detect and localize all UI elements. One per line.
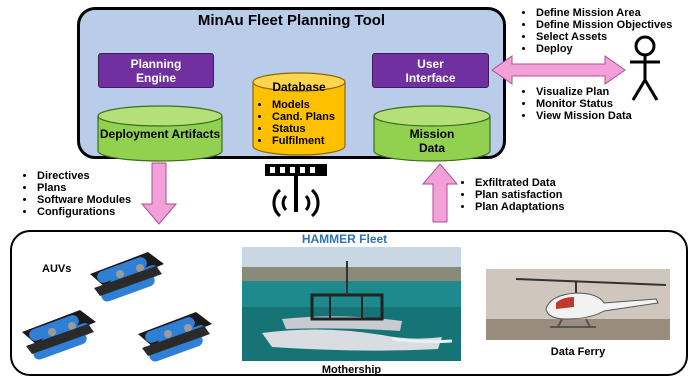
database-title: Database [272, 80, 326, 94]
planning-engine-label: Planning Engine [130, 56, 182, 85]
uplink-item: Plan Adaptations [474, 201, 609, 213]
database-item: Fulfilment [271, 135, 361, 147]
database-items: Models Cand. Plans Status Fulfilment [260, 99, 361, 147]
radio-antenna-icon [265, 164, 327, 218]
mission-data-label: Mission Data [409, 127, 455, 155]
ui-user-arrow [491, 55, 626, 85]
uplink-item: Plan satisfaction [474, 189, 609, 201]
database-item: Cand. Plans [271, 111, 361, 123]
user-output-item: Monitor Status [535, 98, 675, 110]
auv-illustration [22, 252, 212, 364]
downlink-item: Configurations [36, 206, 161, 218]
user-output-item: View Mission Data [535, 110, 675, 122]
data-ferry-label: Data Ferry [550, 346, 606, 358]
uplink-list: Exfiltrated Data Plan satisfaction Plan … [463, 177, 609, 213]
auv-unit [138, 312, 212, 364]
user-input-item: Select Assets [535, 31, 689, 43]
downlink-item: Software Modules [36, 194, 161, 206]
database-cylinder [252, 72, 346, 156]
downlink-list: Directives Plans Software Modules Config… [25, 170, 161, 218]
auv-unit [22, 310, 96, 362]
auvs-label: AUVs [42, 263, 72, 275]
uplink-arrow [421, 163, 459, 223]
user-input-item: Define Mission Area [535, 7, 689, 19]
auv-unit [90, 252, 164, 304]
fleet-title: HAMMER Fleet [301, 232, 388, 246]
user-interface-box: User Interface [372, 53, 489, 88]
user-output-list: Visualize Plan Monitor Status View Missi… [524, 86, 675, 122]
uplink-item: Exfiltrated Data [474, 177, 609, 189]
downlink-item: Directives [36, 170, 161, 182]
user-interface-label: User Interface [405, 56, 456, 85]
downlink-arrow [140, 162, 178, 225]
user-output-item: Visualize Plan [535, 86, 675, 98]
planning-engine-box: Planning Engine [98, 53, 214, 88]
database-item: Status [271, 123, 361, 135]
downlink-item: Plans [36, 182, 161, 194]
data-ferry-photo [486, 269, 670, 340]
mission-data-cylinder [373, 105, 491, 162]
tool-title: MinAu Fleet Planning Tool [197, 12, 386, 29]
deployment-artifacts-cylinder [97, 105, 223, 162]
user-input-list: Define Mission Area Define Mission Objec… [524, 7, 689, 55]
mothership-photo [242, 247, 461, 361]
user-icon [630, 35, 660, 101]
mothership-label: Mothership [321, 364, 382, 376]
deployment-artifacts-label: Deployment Artifacts [99, 127, 221, 141]
user-input-item: Deploy [535, 43, 689, 55]
database-item: Models [271, 99, 361, 111]
user-input-item: Define Mission Objectives [535, 19, 689, 31]
